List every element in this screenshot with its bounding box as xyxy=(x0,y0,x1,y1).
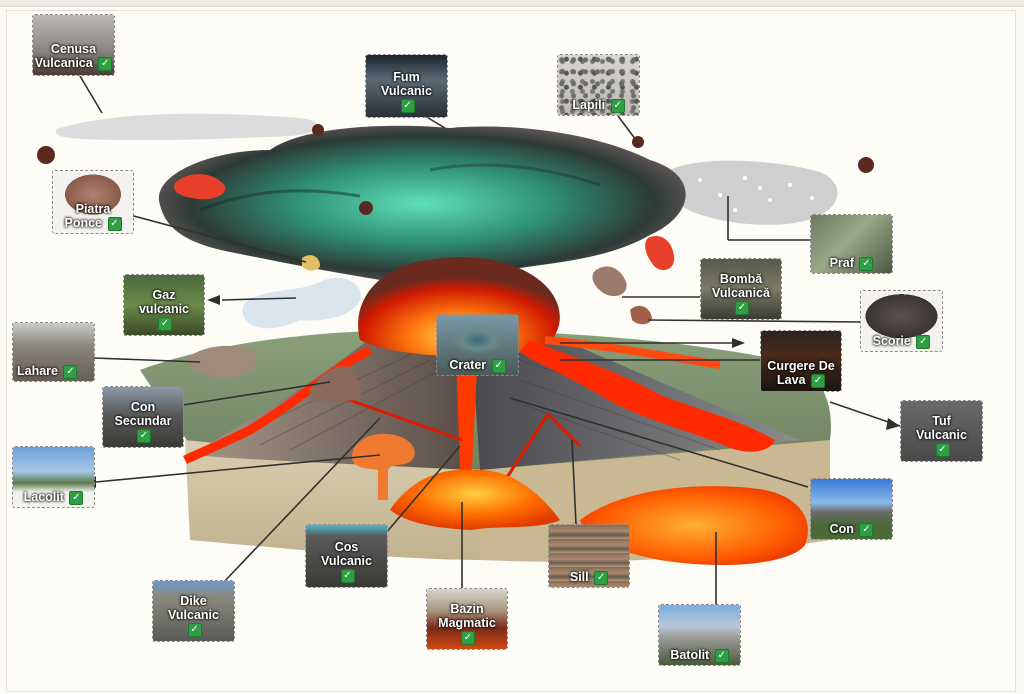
label-crater[interactable]: Crater ✓ xyxy=(436,314,519,376)
check-icon: ✓ xyxy=(400,99,415,113)
check-icon: ✓ xyxy=(594,571,609,585)
lahar-photo xyxy=(13,323,94,381)
check-icon: ✓ xyxy=(935,443,950,457)
label-scorie[interactable]: Scorie ✓ xyxy=(860,290,943,352)
label-text: Crater xyxy=(449,358,487,373)
check-icon: ✓ xyxy=(158,317,172,331)
check-icon: ✓ xyxy=(610,99,625,113)
label-lapili[interactable]: Lapili ✓ xyxy=(557,54,640,116)
label-batolit[interactable]: Batolit ✓ xyxy=(658,604,741,666)
magma-chamber xyxy=(390,469,560,530)
label-text: Lapili xyxy=(572,98,606,113)
sill-photo xyxy=(549,525,629,587)
check-icon: ✓ xyxy=(107,217,122,231)
gas-plume xyxy=(242,277,361,329)
batholith-shape xyxy=(580,486,808,565)
label-text: Gaz xyxy=(152,288,176,303)
label-praf[interactable]: Praf ✓ xyxy=(810,214,893,274)
check-icon: ✓ xyxy=(137,429,151,443)
label-text: Magmatic xyxy=(438,616,496,631)
label-text: Bombă xyxy=(719,272,763,287)
label-text: Cos xyxy=(334,540,359,555)
ejecta xyxy=(37,124,874,325)
label-text: Batolit xyxy=(670,648,710,663)
dust-cloud xyxy=(661,160,838,225)
lava-flow-photo xyxy=(761,331,841,391)
label-lacolit[interactable]: Lacolit ✓ xyxy=(12,446,95,508)
dust-specks xyxy=(698,176,814,212)
label-text: Lacolit xyxy=(23,490,64,505)
check-icon: ✓ xyxy=(491,359,506,373)
lapilli-photo xyxy=(558,55,639,115)
check-icon: ✓ xyxy=(461,631,475,645)
label-text: Curgere De xyxy=(767,359,835,374)
check-icon: ✓ xyxy=(916,335,931,349)
check-icon: ✓ xyxy=(63,365,78,379)
check-icon: ✓ xyxy=(69,491,84,505)
label-text: Con xyxy=(130,400,156,415)
lahar-mud xyxy=(185,345,257,378)
label-text: Ponce xyxy=(64,216,103,231)
cone-photo xyxy=(811,479,892,539)
label-text: Cenusa xyxy=(50,42,97,57)
label-text: Vulcanică xyxy=(712,286,770,301)
label-text: Piatra xyxy=(75,202,111,217)
check-icon: ✓ xyxy=(859,523,874,537)
secondary-cone-shape xyxy=(310,366,361,402)
check-icon: ✓ xyxy=(98,57,113,71)
top-bar xyxy=(0,0,1024,7)
label-text: Secundar xyxy=(114,414,172,429)
label-text: Bazin xyxy=(450,602,484,617)
label-text: Vulcanic xyxy=(321,554,372,569)
cross-section-left xyxy=(185,440,480,560)
label-lahare[interactable]: Lahare ✓ xyxy=(12,322,95,382)
label-sill[interactable]: Sill ✓ xyxy=(548,524,630,588)
label-text: vulcanic xyxy=(138,302,190,317)
label-text: Vulcanic xyxy=(381,84,432,99)
check-icon: ✓ xyxy=(340,569,355,583)
label-text: Vulcanic xyxy=(168,608,219,623)
label-text: Scorie xyxy=(872,334,911,349)
label-text: Vulcanic xyxy=(916,428,967,443)
label-text: Lahare xyxy=(17,364,58,379)
label-text: Tuf xyxy=(932,414,951,429)
ash-trail xyxy=(55,113,319,141)
check-icon: ✓ xyxy=(187,623,202,637)
check-icon: ✓ xyxy=(714,649,729,663)
leader-lines xyxy=(79,75,901,605)
label-text: Dike xyxy=(180,594,207,609)
label-text: Praf xyxy=(829,256,854,271)
check-icon: ✓ xyxy=(810,374,825,388)
check-icon: ✓ xyxy=(859,257,874,271)
label-text: Con xyxy=(829,522,854,537)
label-text: Fum xyxy=(393,70,420,85)
label-text: Lava xyxy=(777,373,806,388)
label-con[interactable]: Con ✓ xyxy=(810,478,893,540)
label-text: Vulcanica xyxy=(34,56,93,71)
label-text: Sill xyxy=(569,570,589,585)
laccolith-shape xyxy=(352,433,415,500)
dust-photo xyxy=(811,215,892,273)
check-icon: ✓ xyxy=(735,301,749,315)
lava-flow-right xyxy=(520,340,775,452)
eruption-cloud xyxy=(158,125,686,282)
